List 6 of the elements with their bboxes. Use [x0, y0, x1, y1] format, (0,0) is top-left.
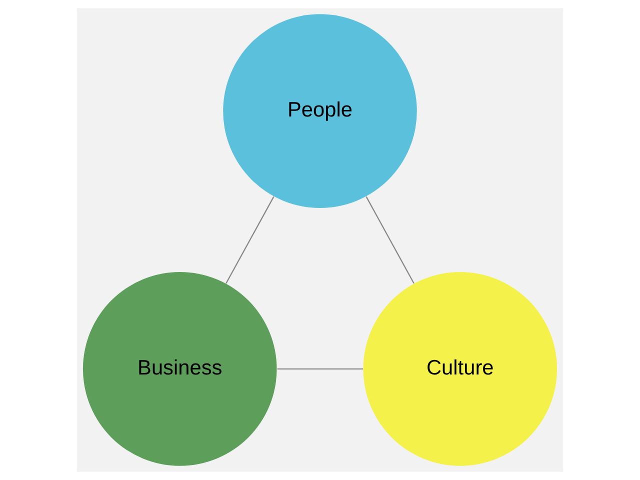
- node-circle: Business: [82, 272, 277, 466]
- node-circle: Culture: [363, 272, 558, 466]
- connector: [366, 196, 414, 284]
- connector: [226, 196, 274, 284]
- node-circle: People: [223, 14, 417, 208]
- connector: [277, 368, 363, 370]
